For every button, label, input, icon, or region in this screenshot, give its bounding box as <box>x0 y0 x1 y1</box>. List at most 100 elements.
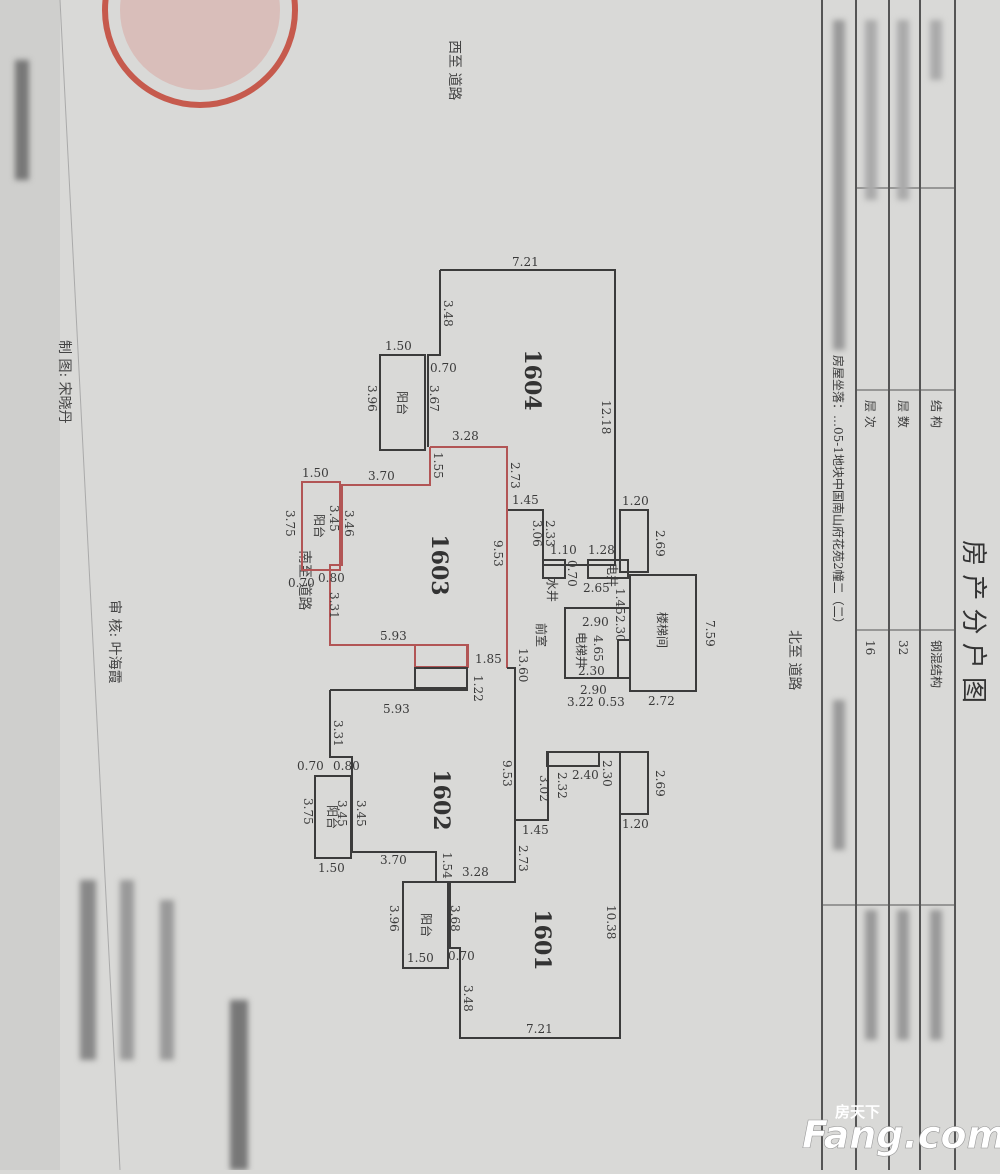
dim: 2.65 <box>583 581 610 595</box>
dim: 0.70 <box>297 759 324 773</box>
dim: 2.30 <box>613 615 627 642</box>
dim: 5.93 <box>380 629 407 643</box>
dim: 3.48 <box>441 300 455 327</box>
dim: 0.70 <box>430 361 457 375</box>
structure-value: 钢混结构 <box>929 640 944 688</box>
dim: 1.55 <box>431 452 445 479</box>
watermark-cn: 房天下 <box>835 1103 880 1121</box>
dim: 1.20 <box>622 817 649 831</box>
balcony-1603 <box>301 481 341 571</box>
balcony-label-1603: 阳台 <box>312 514 327 538</box>
dim: 10.38 <box>604 905 618 939</box>
dim: 0.53 <box>598 695 625 709</box>
dim: 9.53 <box>500 760 514 787</box>
dim: 2.72 <box>648 694 675 708</box>
dim: 1.50 <box>302 466 329 480</box>
stair-hall-label: 楼梯间 <box>655 612 670 648</box>
drawer-credit: 制 图: 宋晓丹 <box>56 340 72 424</box>
balcony-1604 <box>379 354 426 451</box>
elevator-label: 电梯井 <box>574 632 588 668</box>
dim: 3.45 <box>327 505 341 532</box>
dim: 3.46 <box>342 510 356 537</box>
elec-well-top <box>587 559 629 579</box>
dim: 2.30 <box>578 664 605 678</box>
balcony-1601 <box>402 881 449 969</box>
dim: 1.50 <box>318 861 345 875</box>
floor-level-value: 16 <box>863 640 877 655</box>
water-well <box>542 559 566 579</box>
dim: 3.68 <box>448 905 462 932</box>
dim: 2.73 <box>516 845 530 872</box>
room-number-1602: 1602 <box>428 769 454 830</box>
red-seal <box>102 0 298 108</box>
dim: 2.73 <box>508 462 522 489</box>
dim: 0.70 <box>448 949 475 963</box>
dim: 3.22 <box>567 695 594 709</box>
unit-1601-outline <box>436 751 621 1039</box>
dim: 3.31 <box>327 592 341 619</box>
dim: 3.45 <box>354 800 368 827</box>
dim: 1.45 <box>512 493 539 507</box>
reviewer-credit: 审 核: 叶海霞 <box>106 600 122 684</box>
dim: 1.50 <box>407 951 434 965</box>
dim: 0.80 <box>318 571 345 585</box>
dim: 3.96 <box>365 385 379 412</box>
dim: 3.45 <box>335 800 349 827</box>
shaft-small <box>617 639 631 679</box>
small-balcony-bottom <box>619 751 649 815</box>
dim: 3.06 <box>530 520 544 547</box>
water-well-label: 水井 <box>545 578 559 602</box>
dim: 3.96 <box>387 905 401 932</box>
north-road-label: 北至 道路 <box>786 630 802 690</box>
dim: 1.50 <box>385 339 412 353</box>
west-road-label: 西至 道路 <box>446 40 462 100</box>
balcony-label-1604: 阳台 <box>395 391 410 415</box>
dim: 0.80 <box>333 759 360 773</box>
dim: 7.21 <box>512 255 539 269</box>
dim: 2.90 <box>582 615 609 629</box>
dim: 3.48 <box>461 985 475 1012</box>
room-number-1601: 1601 <box>529 909 555 970</box>
dim: 1.45 <box>522 823 549 837</box>
left-edge-text <box>15 60 248 1170</box>
dim: 2.69 <box>653 530 667 557</box>
small-balcony-top <box>619 509 649 573</box>
dim: 1.54 <box>440 852 454 879</box>
dim: 0.70 <box>288 576 315 590</box>
dimension-labels: 7.21 3.48 1.50 0.70 3.96 3.67 12.18 3.28… <box>283 255 717 1036</box>
dim: 3.75 <box>301 798 315 825</box>
fang-watermark-logo: 房天下 Fang.com <box>802 1103 1000 1157</box>
dim: 2.30 <box>600 760 614 787</box>
paper-left-edge <box>0 0 60 1170</box>
dim: 1.45 <box>613 588 627 615</box>
dim: 7.59 <box>703 620 717 647</box>
document-title: 房 产 分 户 图 <box>958 540 988 703</box>
dim: 3.31 <box>331 720 345 747</box>
dim: 1.20 <box>622 494 649 508</box>
dim: 3.70 <box>380 853 407 867</box>
balcony-1602 <box>314 775 352 859</box>
dim: 2.69 <box>653 770 667 797</box>
front-room-label: 前室 <box>534 623 549 647</box>
dim: 3.28 <box>462 865 489 879</box>
dim: 2.40 <box>572 768 599 782</box>
floor-level-label: 层 次 <box>863 400 877 428</box>
dim: 4.65 <box>591 635 605 662</box>
dim: 1.22 <box>471 675 485 702</box>
dim: 2.90 <box>580 683 607 697</box>
dim: 1.28 <box>588 543 615 557</box>
dim: 3.70 <box>368 469 395 483</box>
dim: 1.10 <box>550 543 577 557</box>
dim: 2.32 <box>555 772 569 799</box>
elec-well-bottom <box>546 751 600 767</box>
watermark-en: Fang.com <box>802 1113 1000 1157</box>
dim: 3.28 <box>452 429 479 443</box>
info-table: 房屋坐落：…05-1地块中国南山府花苑2幢二（二） 结 构 钢混结构 层 数 3… <box>821 0 988 1170</box>
floors-value: 32 <box>896 640 910 655</box>
unit-1602-outline <box>329 667 516 883</box>
room-number-1604: 1604 <box>519 349 545 410</box>
elec-well-label: 电井 <box>605 563 619 587</box>
